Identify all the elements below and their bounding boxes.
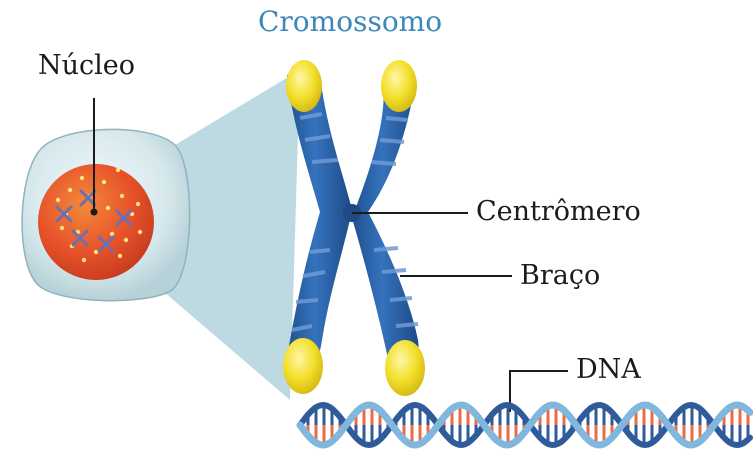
nucleus-granule	[106, 206, 110, 210]
label-centromere: Centrômero	[476, 198, 641, 225]
nucleus-granule	[68, 188, 72, 192]
label-arm: Braço	[520, 262, 600, 289]
nucleus-granule	[116, 168, 120, 172]
chromosome-band	[374, 248, 398, 250]
label-nucleus: Núcleo	[38, 52, 135, 79]
chromosome-band	[296, 300, 318, 302]
nucleus-granule	[56, 198, 60, 202]
nucleus-granule	[82, 258, 86, 262]
telomere-bottom-left	[283, 338, 323, 394]
nucleus-granule	[94, 250, 98, 254]
telomere-bottom-right	[385, 340, 425, 396]
chromatid-right	[352, 73, 419, 372]
chromosome	[283, 60, 425, 396]
chromosome-band	[396, 324, 418, 326]
nucleus-granule	[120, 194, 124, 198]
telomere-top-left	[286, 60, 322, 112]
chromosome-band	[386, 118, 408, 120]
nucleus-granule	[60, 226, 64, 230]
nucleus-granule	[124, 238, 128, 242]
chromosome-band	[382, 270, 406, 272]
chromosome-band	[380, 140, 404, 142]
chromosome-band	[372, 162, 396, 164]
nucleus-granule	[110, 232, 114, 236]
label-dna: DNA	[576, 356, 641, 383]
nucleus-leader-dot	[91, 209, 98, 216]
nucleus-granule	[136, 202, 140, 206]
chromosome-band	[312, 160, 338, 162]
nucleus-granule	[138, 230, 142, 234]
chromosome-band	[390, 298, 412, 300]
nucleus-granule	[118, 254, 122, 258]
nucleus	[38, 164, 154, 280]
dna-double-helix	[300, 405, 750, 445]
chromosome-band	[310, 250, 330, 252]
title: Cromossomo	[258, 8, 442, 36]
cell	[22, 129, 190, 300]
nucleus-granule	[80, 176, 84, 180]
nucleus-granule	[102, 180, 106, 184]
telomere-top-right	[381, 60, 417, 112]
